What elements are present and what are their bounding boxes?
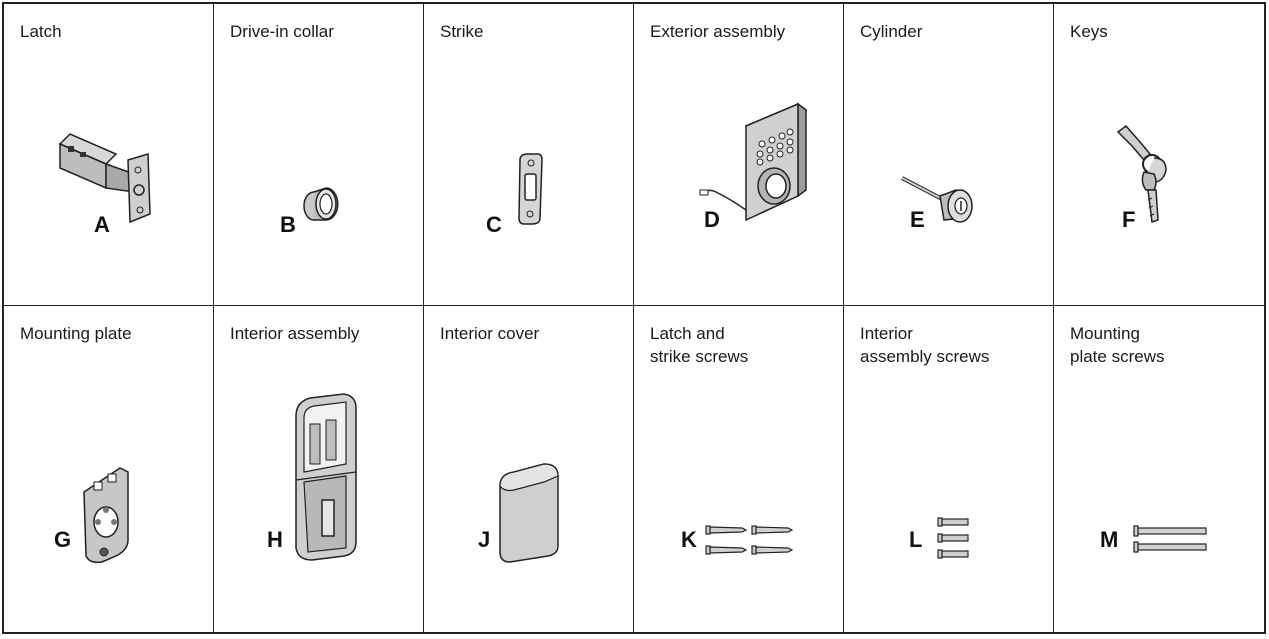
part-letter: H	[267, 527, 283, 552]
part-letter: A	[94, 212, 110, 237]
mounting-plate-screws-icon	[1133, 525, 1207, 553]
part-cell-mounting-plate: Mounting plate G	[4, 306, 214, 632]
part-cell-latch: Latch A	[4, 4, 214, 306]
interior-cover-icon	[499, 463, 559, 563]
part-cell-latch-strike-screws: Latch and strike screws K	[634, 306, 844, 632]
part-cell-exterior-assembly: Exterior assembly D	[634, 4, 844, 306]
part-title: Keys	[1070, 22, 1108, 41]
part-cell-drive-in-collar: Drive-in collar B	[214, 4, 424, 306]
part-cell-interior-cover: Interior cover J	[424, 306, 634, 632]
part-cell-interior-assembly: Interior assembly H	[214, 306, 424, 632]
part-letter: M	[1100, 527, 1119, 552]
part-title: Interior assembly screws	[860, 324, 990, 366]
mounting-plate-icon	[83, 467, 129, 564]
part-cell-keys: Keys F	[1054, 4, 1264, 306]
part-cell-strike: Strike C	[424, 4, 634, 306]
part-letter: C	[486, 212, 502, 237]
part-title: Cylinder	[860, 22, 923, 41]
part-title: Strike	[440, 22, 484, 41]
part-cell-cylinder: Cylinder E	[844, 4, 1054, 306]
part-letter: K	[681, 527, 697, 552]
part-title: Mounting plate	[20, 324, 132, 343]
latch-strike-screws-icon	[705, 525, 794, 555]
interior-assembly-icon	[295, 393, 357, 561]
part-title: Latch	[20, 22, 62, 41]
part-title: Mounting plate screws	[1070, 324, 1165, 366]
part-letter: G	[54, 527, 72, 552]
part-letter: E	[910, 207, 925, 232]
keypad-exterior-assembly-icon	[699, 102, 808, 222]
part-letter: J	[478, 527, 491, 552]
part-letter: F	[1122, 207, 1136, 232]
part-letter: D	[704, 207, 720, 232]
drive-in-collar-icon	[303, 187, 339, 221]
part-cell-interior-assembly-screws: Interior assembly screws L	[844, 306, 1054, 632]
part-title: Interior cover	[440, 324, 540, 343]
part-title: Latch and strike screws	[650, 324, 749, 366]
part-title: Exterior assembly	[650, 22, 786, 41]
interior-assembly-screws-icon	[937, 517, 969, 559]
part-letter: B	[280, 212, 296, 237]
part-cell-mounting-plate-screws: Mounting plate screws M	[1054, 306, 1264, 632]
cylinder-icon	[901, 176, 973, 223]
part-title: Drive-in collar	[230, 22, 334, 41]
latch-icon	[58, 133, 151, 224]
strike-plate-icon	[518, 153, 543, 225]
part-letter: L	[909, 527, 923, 552]
part-title: Interior assembly	[230, 324, 360, 343]
keys-icon	[1116, 124, 1167, 224]
